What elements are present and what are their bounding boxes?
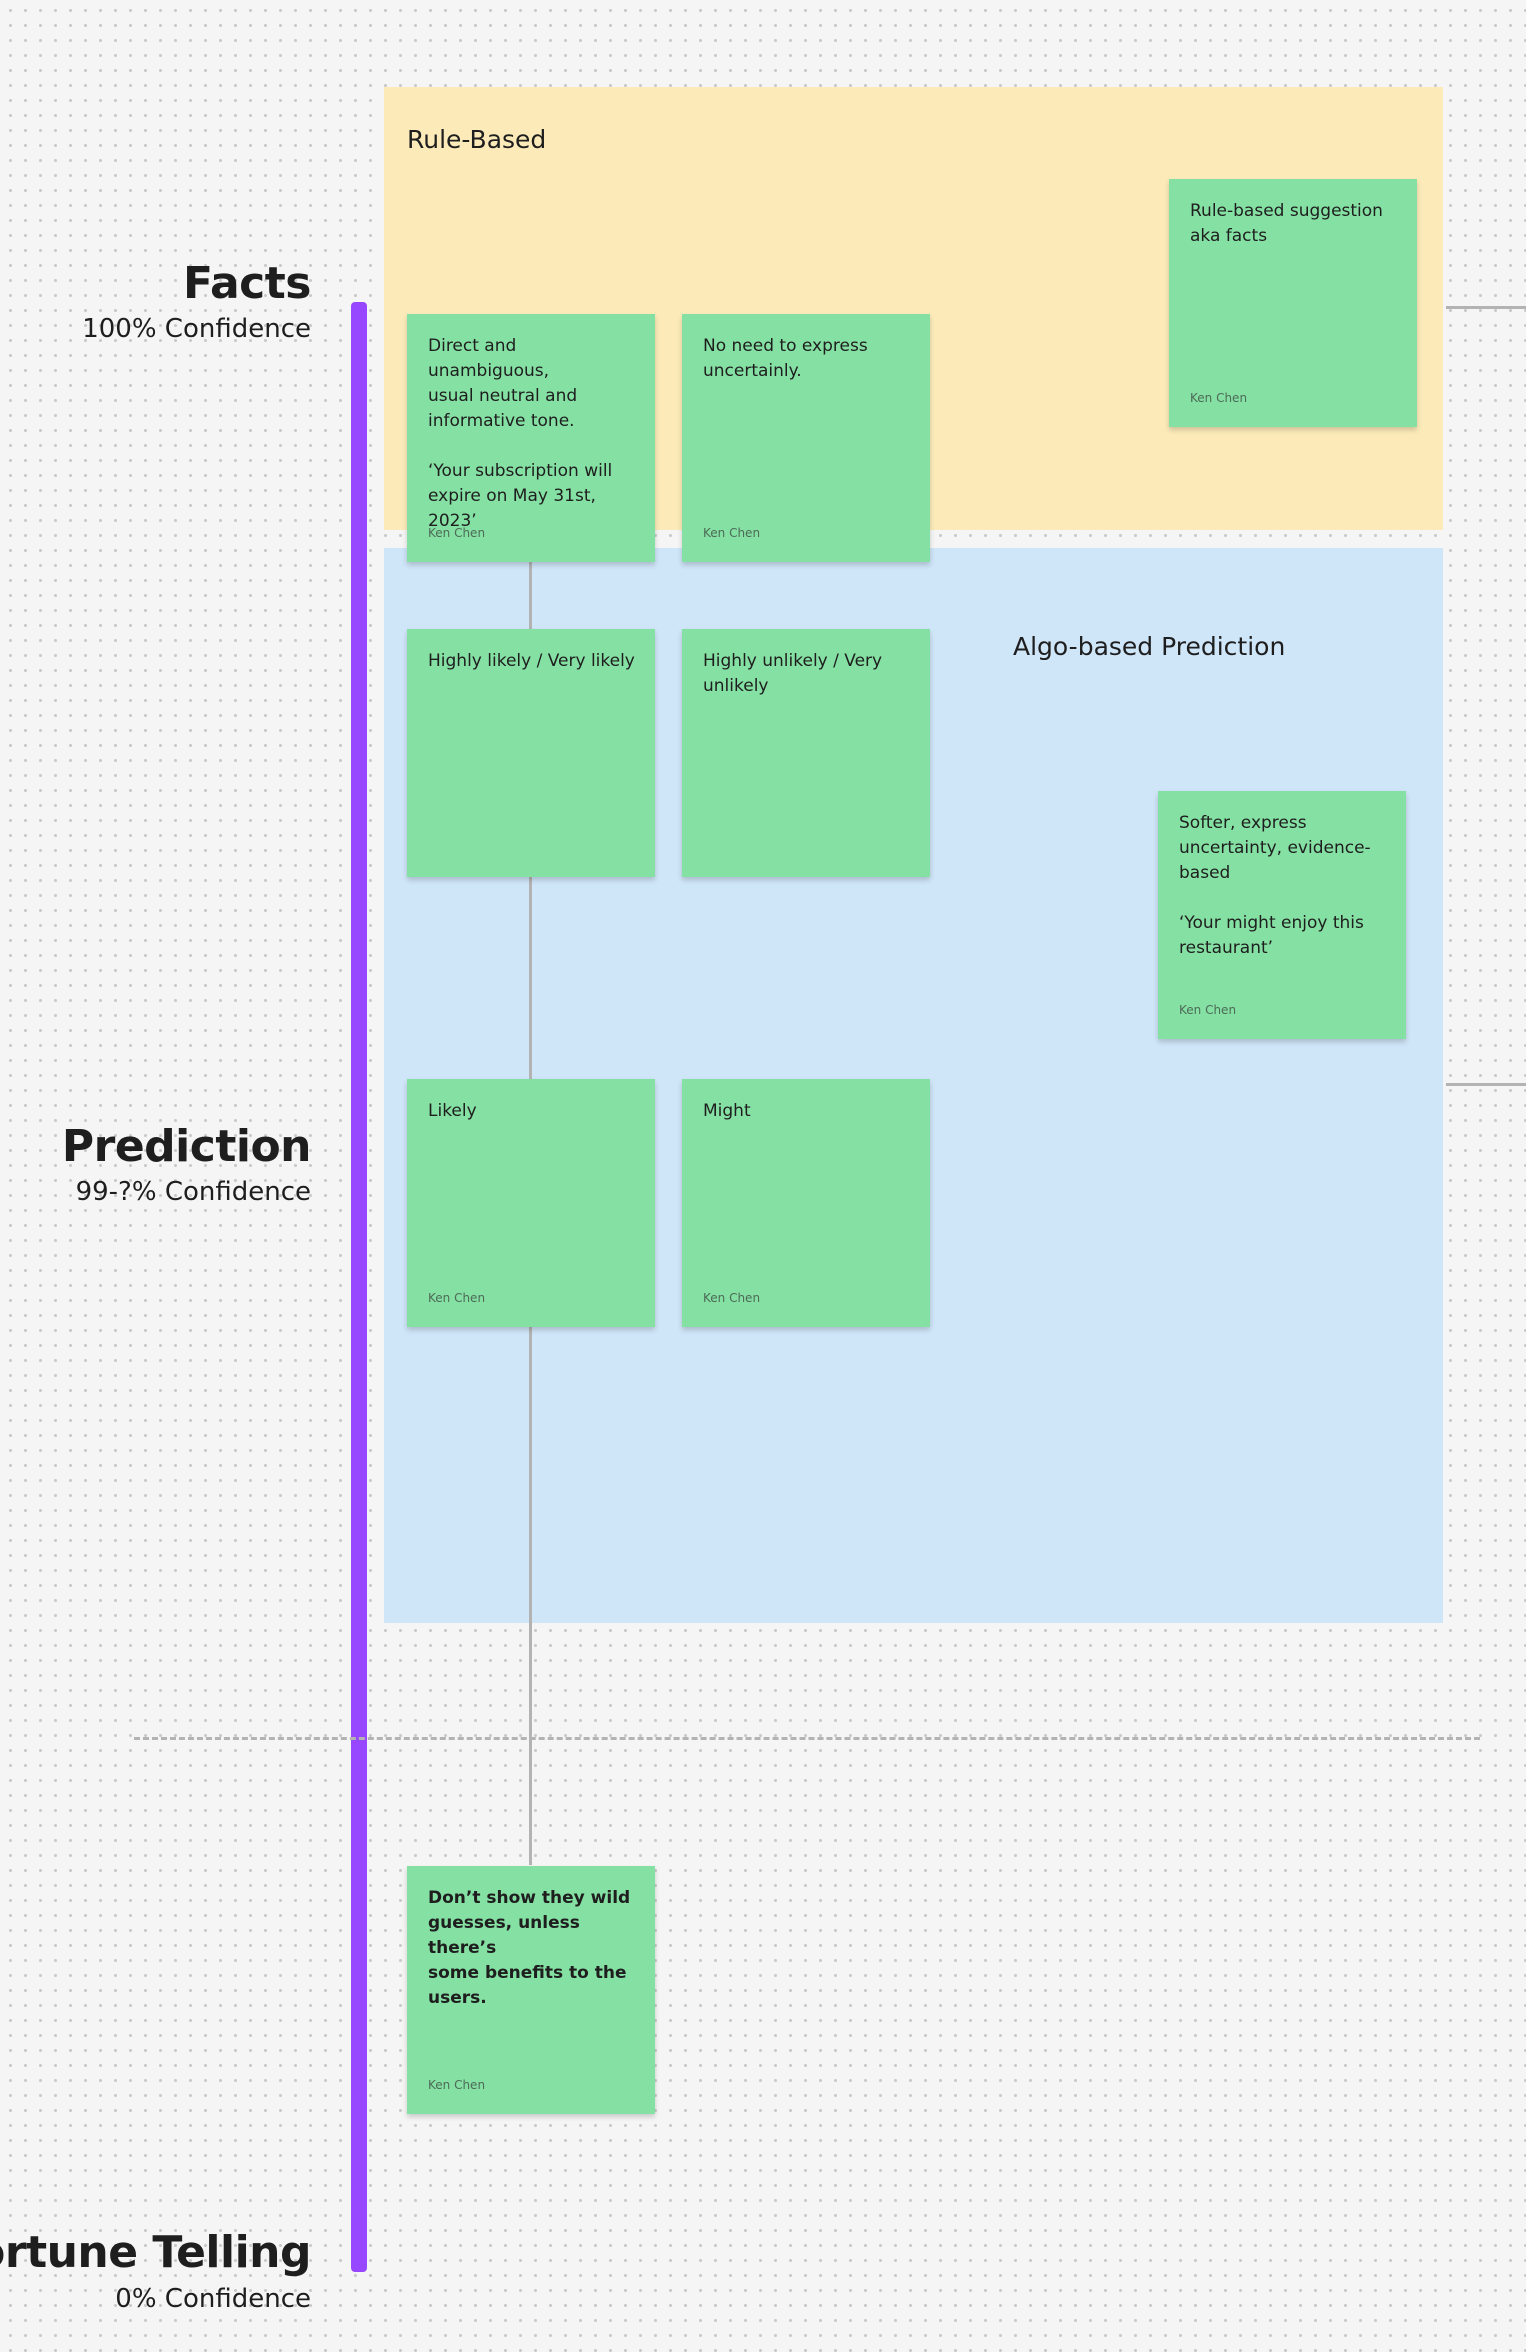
level-subtitle-prediction: 99-?% Confidence [75, 1177, 311, 1207]
sticky-note-might[interactable]: Might Ken Chen [682, 1079, 930, 1327]
level-title-facts: Facts [183, 258, 311, 309]
level-subtitle-facts: 100% Confidence [82, 314, 311, 344]
sticky-note-author: Ken Chen [428, 2078, 486, 2092]
sticky-note-author: Ken Chen [428, 1291, 486, 1305]
section-title-rule-based: Rule-Based [407, 125, 547, 154]
connector-line [529, 877, 532, 1080]
sticky-note-author: Ken Chen [1190, 391, 1248, 405]
sticky-note-highly-unlikely[interactable]: Highly unlikely / Very unlikely [682, 629, 930, 877]
sticky-note-facts-tone[interactable]: Direct and unambiguous, usual neutral an… [407, 314, 655, 562]
dashed-divider [134, 1737, 1480, 1740]
sticky-note-facts-no-uncertainty[interactable]: No need to express uncertainly. Ken Chen [682, 314, 930, 562]
level-title-prediction: Prediction [61, 1121, 312, 1172]
sticky-note-author: Ken Chen [428, 526, 486, 540]
sticky-note-likely[interactable]: Likely Ken Chen [407, 1079, 655, 1327]
sticky-note-author: Ken Chen [703, 526, 761, 540]
sticky-note-fortune-telling[interactable]: Don’t show they wild guesses, unless the… [407, 1866, 655, 2114]
connector-line [529, 1327, 532, 1865]
sticky-note-text: No need to express uncertainly. [703, 336, 868, 381]
sticky-note-text: Likely [428, 1101, 477, 1121]
sticky-note-text: Don’t show they wild guesses, unless the… [428, 1888, 631, 2008]
sticky-note-author: Ken Chen [703, 1291, 761, 1305]
sticky-note-highly-likely[interactable]: Highly likely / Very likely [407, 629, 655, 877]
connector-line [529, 562, 532, 630]
section-title-algo-based: Algo-based Prediction [1013, 632, 1286, 661]
sticky-note-text: Rule-based suggestion aka facts [1190, 201, 1383, 246]
sticky-note-author: Ken Chen [1179, 1003, 1237, 1017]
sticky-note-text: Highly likely / Very likely [428, 651, 635, 671]
sticky-note-text: Direct and unambiguous, usual neutral an… [428, 336, 613, 531]
level-subtitle-fortune-telling: 0% Confidence [115, 2284, 311, 2314]
connector-line [1446, 1083, 1526, 1086]
confidence-axis-bar [351, 302, 367, 2272]
sticky-note-text: Softer, express uncertainty, evidence- b… [1179, 813, 1371, 958]
sticky-note-text: Might [703, 1101, 751, 1121]
sticky-note-algo-summary[interactable]: Softer, express uncertainty, evidence- b… [1158, 791, 1406, 1039]
connector-line [1446, 306, 1526, 309]
sticky-note-text: Highly unlikely / Very unlikely [703, 651, 883, 696]
sticky-note-rule-summary[interactable]: Rule-based suggestion aka facts Ken Chen [1169, 179, 1417, 427]
level-title-fortune-telling: Fortune Telling [0, 2227, 311, 2278]
